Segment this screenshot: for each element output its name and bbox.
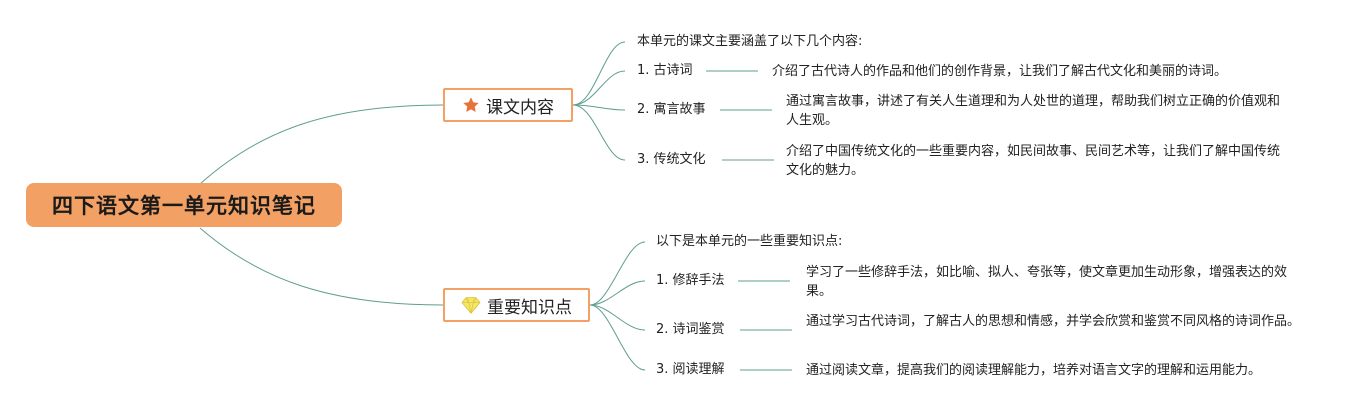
- topic-label[interactable]: 3. 传统文化: [637, 152, 706, 167]
- topic-description: 通过阅读文章，提高我们的阅读理解能力，培养对语言文字的理解和运用能力。: [806, 363, 1262, 378]
- topic-label[interactable]: 2. 寓言故事: [637, 102, 706, 117]
- topic-description: 介绍了中国传统文化的一些重要内容，如民间故事、民间艺术等，让我们了解中国传统文化…: [786, 144, 1281, 178]
- root-title: 四下语文第一单元知识笔记: [52, 194, 316, 218]
- topic-description: 学习了一些修辞手法，如比喻、拟人、夸张等，使文章更加生动形象，增强表达的效果。: [806, 265, 1288, 299]
- topic-label[interactable]: 2. 诗词鉴赏: [656, 322, 725, 337]
- topic-label[interactable]: 1. 修辞手法: [656, 273, 725, 288]
- root-topic[interactable]: 四下语文第一单元知识笔记: [26, 183, 342, 227]
- branch-course-content[interactable]: 课文内容: [443, 88, 573, 122]
- branch-intro: 本单元的课文主要涵盖了以下几个内容:: [637, 34, 863, 49]
- branch-intro: 以下是本单元的一些重要知识点:: [656, 234, 843, 249]
- branch-label: 课文内容: [486, 97, 554, 118]
- diamond-icon: [461, 296, 481, 314]
- topic-description: 通过学习古代诗词，了解古人的思想和情感，并学会欣赏和鉴赏不同风格的诗词作品。: [806, 314, 1301, 329]
- branch-key-points[interactable]: 重要知识点: [443, 288, 590, 322]
- topic-description: 通过寓言故事，讲述了有关人生道理和为人处世的道理，帮助我们树立正确的价值观和人生…: [786, 94, 1281, 128]
- star-icon: [462, 96, 480, 114]
- topic-label[interactable]: 3. 阅读理解: [656, 362, 725, 377]
- branch-label: 重要知识点: [487, 297, 572, 318]
- topic-label[interactable]: 1. 古诗词: [637, 63, 693, 78]
- topic-description: 介绍了古代诗人的作品和他们的创作背景，让我们了解古代文化和美丽的诗词。: [772, 64, 1228, 79]
